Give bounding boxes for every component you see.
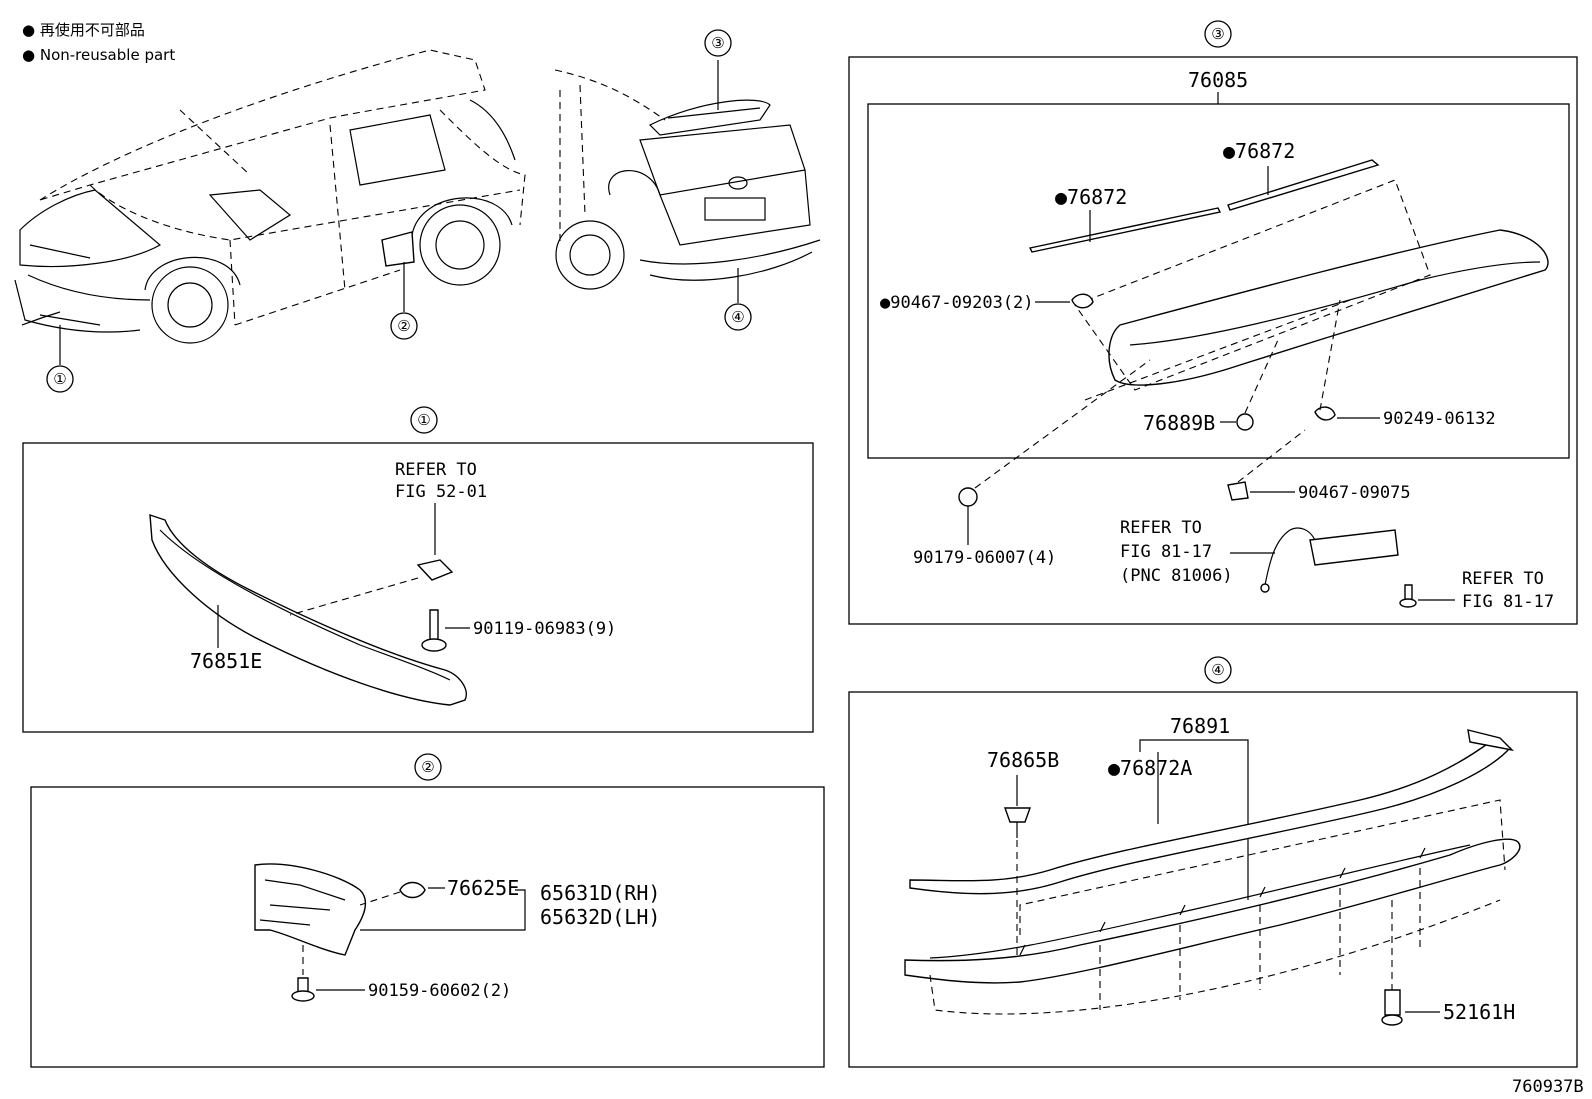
section-3-title: ③ <box>1211 25 1224 43</box>
callout-3-marker: ③ <box>704 29 732 57</box>
section-1-frame <box>22 442 814 733</box>
callout-2-marker: ② <box>390 312 418 340</box>
clip-part-number: 76625E <box>447 876 519 900</box>
section-4: ④ 76891 ●76872A 76865B 52161H <box>848 656 1578 1068</box>
callout-4-marker: ④ <box>724 303 752 331</box>
refer-a-line2: FIG 81-17 <box>1120 542 1212 562</box>
callout-1-label: ① <box>53 370 66 388</box>
front-spoiler-part <box>149 514 467 706</box>
callout-1-marker: ① <box>46 365 74 393</box>
rear-bumper-spoiler-part <box>904 838 1521 984</box>
screw-part <box>297 977 309 993</box>
mudguard-rh-part-number: 65631D(RH) <box>540 881 660 905</box>
callout-3-label: ③ <box>711 34 724 52</box>
front-car-illustration <box>14 49 526 365</box>
nut-part <box>1314 406 1336 421</box>
refer-b-line1: REFER TO <box>1462 569 1544 589</box>
callout-4-label: ④ <box>731 308 744 326</box>
clip-upper-part <box>1071 293 1094 309</box>
refer-a-line3: (PNC 81006) <box>1120 566 1233 586</box>
legend: ● 再使用不可部品 ● Non-reusable part <box>22 21 175 64</box>
mudguard-lh-part-number: 65632D(LH) <box>540 905 660 929</box>
lamp-screw-part <box>1404 584 1413 601</box>
section-1: ① REFER TO FIG 52-01 90119-06983(9) 7685… <box>22 406 814 733</box>
section-2: ② 76625E 65631D(RH) 65632D(LH) 90159-606… <box>30 753 825 1068</box>
section-2-frame <box>30 786 825 1068</box>
retainer-part <box>1004 807 1031 823</box>
clip-nut-part <box>416 559 454 581</box>
refer-b-line2: FIG 81-17 <box>1462 592 1554 612</box>
stop-lamp-part <box>1309 529 1399 566</box>
section-4-frame <box>848 691 1578 1068</box>
rear-spoiler-assembly-number: 76085 <box>1188 68 1248 92</box>
bumper-clip-part-number: 52161H <box>1443 1000 1515 1024</box>
refer-to-label-1: REFER TO <box>395 460 477 480</box>
mudguard-part <box>254 863 367 956</box>
mudguard-clip-part <box>399 881 426 899</box>
tape-strip-right <box>1227 159 1380 211</box>
front-spoiler-part-number: 76851E <box>190 649 262 673</box>
legend-english: ● Non-reusable part <box>22 46 175 64</box>
refer-a-line1: REFER TO <box>1120 518 1202 538</box>
refer-fig-label-1: FIG 52-01 <box>395 482 487 502</box>
rear-spoiler-part <box>1108 229 1549 386</box>
bolt-part <box>429 609 439 641</box>
retainer-part-number: 76865B <box>987 748 1059 772</box>
rear-car-illustration <box>554 60 821 303</box>
legend-japanese: ● 再使用不可部品 <box>22 21 145 39</box>
grommet-part-number: 76889B <box>1143 411 1215 435</box>
bumper-clip-part <box>1384 989 1401 1016</box>
tape-right-part-number: ●76872 <box>1223 139 1295 163</box>
nut-part-number: 90249-06132 <box>1383 409 1496 429</box>
section-2-title: ② <box>421 758 434 776</box>
figure-id: 760937B <box>1512 1077 1584 1097</box>
callout-2-label: ② <box>397 317 410 335</box>
clip-upper-part-number: ●90467-09203(2) <box>880 293 1034 313</box>
clip-left-part <box>958 487 978 507</box>
clip-left-part-number: 90179-06007(4) <box>913 548 1056 568</box>
section-4-title: ④ <box>1211 661 1224 679</box>
tape-left-part-number: ●76872 <box>1055 185 1127 209</box>
section-3: ③ 76085 ●76872 ●76872 ●90467-09203(2) 76… <box>848 20 1578 625</box>
rear-bumper-assembly-number: 76891 <box>1170 714 1230 738</box>
clip-lower-part-number: 90467-09075 <box>1298 483 1411 503</box>
clip-lower-part <box>1227 481 1249 501</box>
bumper-tape-part-number: ●76872A <box>1108 756 1192 780</box>
screw-part-number: 90159-60602(2) <box>368 981 511 1001</box>
grommet-part <box>1236 413 1254 431</box>
tape-strip-left <box>1028 207 1222 253</box>
section-3-frame <box>848 56 1578 625</box>
section-1-title: ① <box>417 411 430 429</box>
bolt-part-number: 90119-06983(9) <box>473 619 616 639</box>
